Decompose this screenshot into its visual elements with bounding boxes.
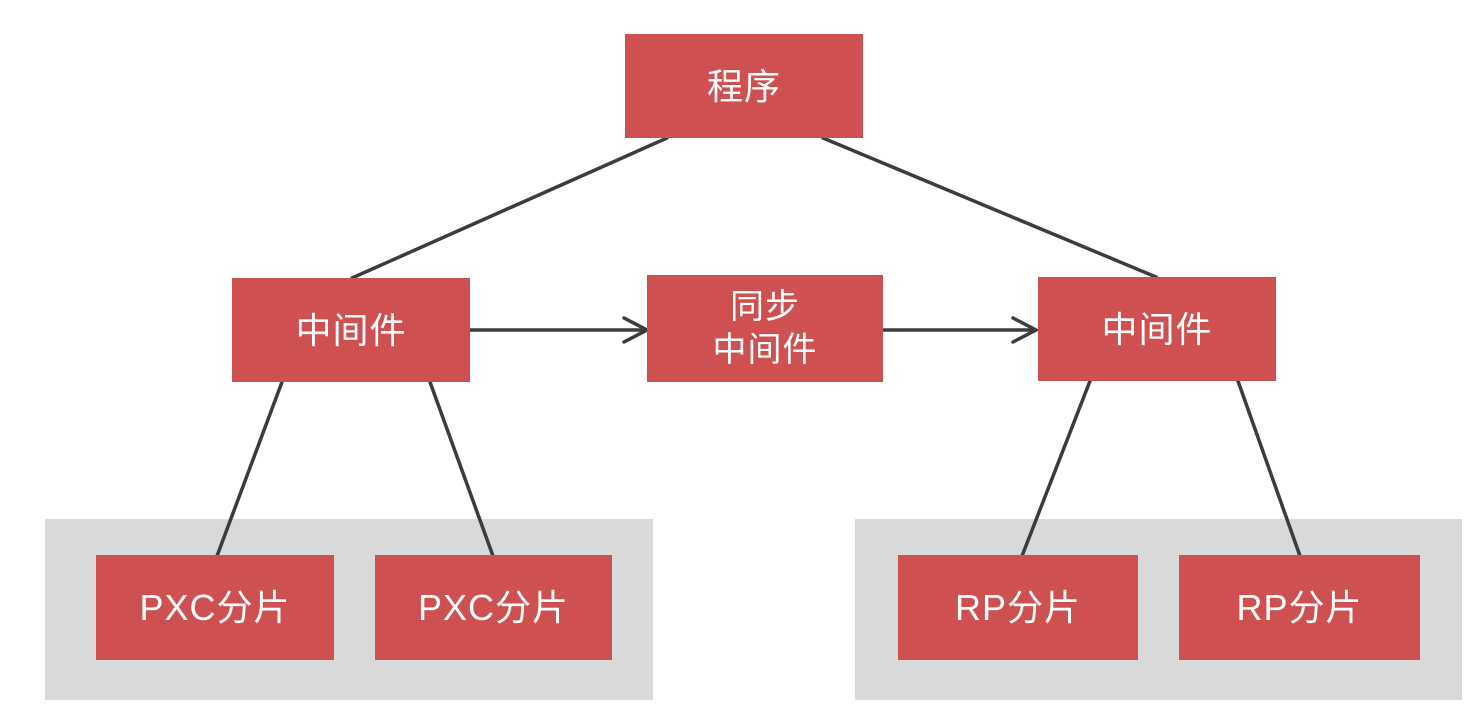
node-middleware-right: 中间件	[1038, 277, 1276, 381]
edge-program-to-middleware-right	[821, 136, 1158, 279]
edge-middleware-right-to-rp-shard-2	[1236, 379, 1302, 558]
node-middleware-left-label: 中间件	[295, 309, 407, 351]
arrowhead-into-middleware-right	[1011, 316, 1040, 344]
node-program: 程序	[625, 34, 863, 138]
edge-middleware-left-to-pxc-shard-2	[428, 380, 495, 558]
node-pxc-shard-2-label: PXC分片	[417, 587, 570, 628]
edge-middleware-left-to-pxc-shard-1	[215, 380, 284, 558]
node-sync-middleware-label-line2: 中间件	[712, 330, 818, 369]
node-sync-middleware: 同步 中间件	[647, 275, 883, 382]
node-middleware-left: 中间件	[232, 278, 470, 382]
node-pxc-shard-1-label: PXC分片	[139, 587, 291, 628]
node-program-label: 程序	[706, 65, 781, 107]
node-middleware-right-label: 中间件	[1101, 308, 1213, 350]
node-pxc-shard-2: PXC分片	[375, 555, 612, 660]
node-rp-shard-1: RP分片	[898, 555, 1138, 660]
node-rp-shard-2: RP分片	[1179, 555, 1420, 660]
node-pxc-shard-1: PXC分片	[96, 555, 334, 660]
edge-middleware-right-to-rp-shard-1	[1020, 379, 1092, 558]
edge-program-to-middleware-left	[350, 136, 669, 280]
node-sync-middleware-label: 同步 中间件	[713, 286, 818, 371]
node-rp-shard-1-label: RP分片	[954, 587, 1081, 628]
node-rp-shard-2-label: RP分片	[1236, 587, 1363, 628]
node-sync-middleware-label-line1: 同步	[730, 288, 800, 326]
